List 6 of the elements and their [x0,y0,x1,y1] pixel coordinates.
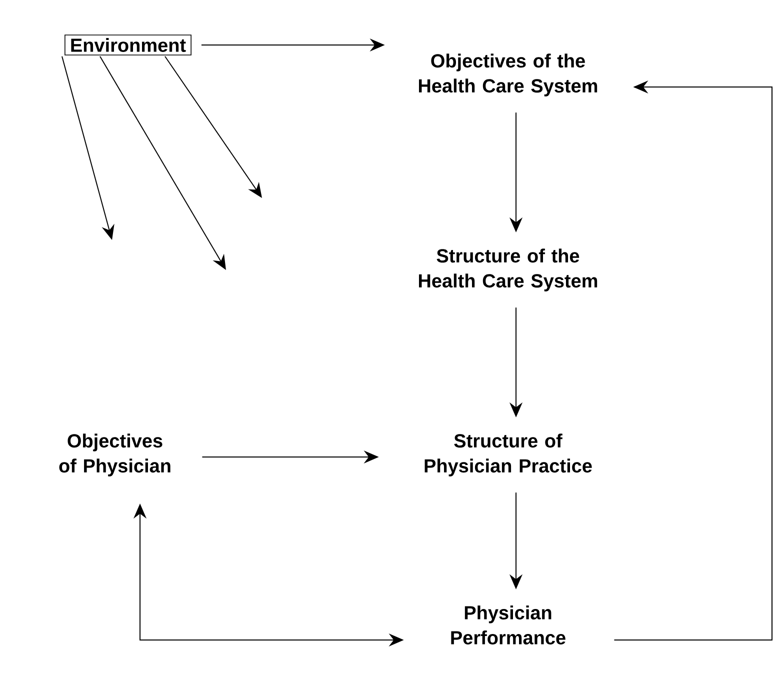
concept-label: Objectives of Physician [59,434,170,476]
environment-box: Environment [64,34,192,56]
concept-label: Physician Performance [451,606,566,644]
concept-label: Structure of Physician Practice [424,434,592,476]
concept-label: Objectives of the Health Care System [418,54,598,96]
concept-label: Structure of the Health Care System [418,248,598,292]
